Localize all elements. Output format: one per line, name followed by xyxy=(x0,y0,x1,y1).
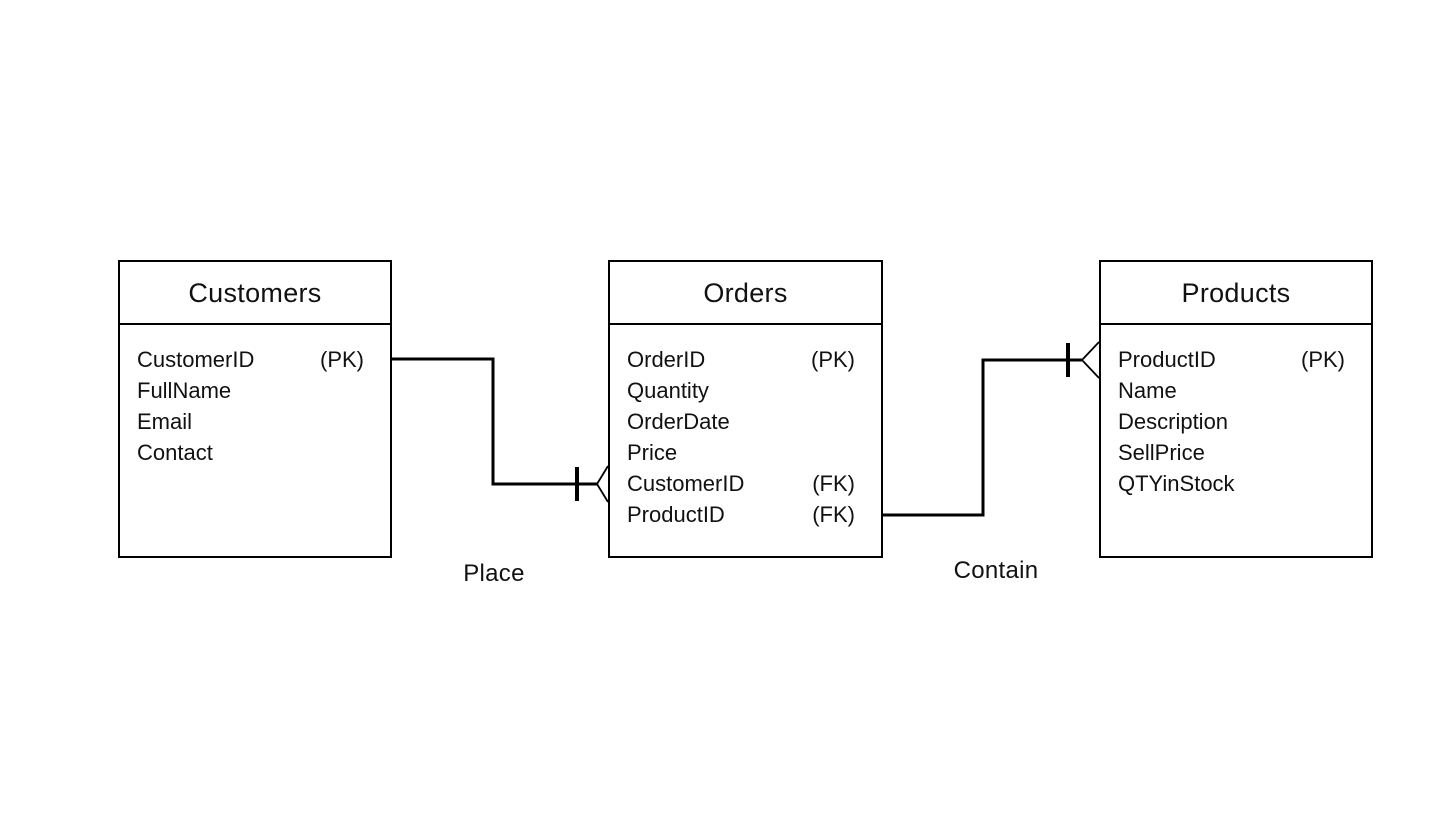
attribute-name: Description xyxy=(1118,408,1229,434)
attribute-name: ProductID xyxy=(627,501,725,527)
attribute-name: FullName xyxy=(137,377,232,403)
entity-title: Customers xyxy=(120,262,390,325)
crow-foot-many-icon xyxy=(1081,341,1100,379)
attribute-row: ProductID (PK) xyxy=(1101,344,1371,375)
entity-attribute-list: OrderID (PK) Quantity OrderDate Price Cu… xyxy=(610,325,881,530)
attribute-name: CustomerID xyxy=(627,470,745,496)
attribute-name: Quantity xyxy=(627,377,709,403)
attribute-name: ProductID xyxy=(1118,346,1216,372)
attribute-name: Contact xyxy=(137,439,213,465)
attribute-row: QTYinStock xyxy=(1101,468,1371,499)
attribute-row: Contact xyxy=(120,437,390,468)
attribute-row: CustomerID (PK) xyxy=(120,344,390,375)
attribute-row: FullName xyxy=(120,375,390,406)
crow-foot-many-icon xyxy=(596,465,609,503)
entity-orders[interactable]: Orders OrderID (PK) Quantity OrderDate P… xyxy=(608,260,883,558)
attribute-row: Quantity xyxy=(610,375,881,406)
attribute-row: OrderID (PK) xyxy=(610,344,881,375)
entity-products[interactable]: Products ProductID (PK) Name Description… xyxy=(1099,260,1373,558)
attribute-key-badge: (PK) xyxy=(1301,346,1345,372)
attribute-row: ProductID (FK) xyxy=(610,499,881,530)
relationship-line xyxy=(883,358,1082,517)
attribute-key-badge: (PK) xyxy=(811,346,855,372)
attribute-name: OrderID xyxy=(627,346,706,372)
attribute-key-badge: (FK) xyxy=(812,470,855,496)
attribute-row: Price xyxy=(610,437,881,468)
relationship-label-contain[interactable]: Contain xyxy=(953,557,1039,584)
attribute-row: CustomerID (FK) xyxy=(610,468,881,499)
attribute-row: Email xyxy=(120,406,390,437)
attribute-name: Price xyxy=(627,439,678,465)
relationship-line xyxy=(392,357,597,486)
entity-customers[interactable]: Customers CustomerID (PK) FullName Email… xyxy=(118,260,392,558)
entity-title: Products xyxy=(1101,262,1371,325)
attribute-row: OrderDate xyxy=(610,406,881,437)
attribute-name: Name xyxy=(1118,377,1177,403)
attribute-name: OrderDate xyxy=(627,408,730,434)
attribute-name: CustomerID xyxy=(137,346,255,372)
relationship-place-connector[interactable] xyxy=(392,357,609,503)
attribute-row: Name xyxy=(1101,375,1371,406)
attribute-key-badge: (PK) xyxy=(320,346,364,372)
entity-attribute-list: CustomerID (PK) FullName Email Contact xyxy=(120,325,390,468)
relationship-label-place[interactable]: Place xyxy=(463,560,525,587)
entity-attribute-list: ProductID (PK) Name Description SellPric… xyxy=(1101,325,1371,499)
attribute-name: QTYinStock xyxy=(1118,470,1235,496)
attribute-row: Description xyxy=(1101,406,1371,437)
attribute-name: Email xyxy=(137,408,193,434)
attribute-name: SellPrice xyxy=(1118,439,1205,465)
attribute-key-badge: (FK) xyxy=(812,501,855,527)
relationship-contain-connector[interactable] xyxy=(883,341,1100,517)
entity-title: Orders xyxy=(610,262,881,325)
attribute-row: SellPrice xyxy=(1101,437,1371,468)
